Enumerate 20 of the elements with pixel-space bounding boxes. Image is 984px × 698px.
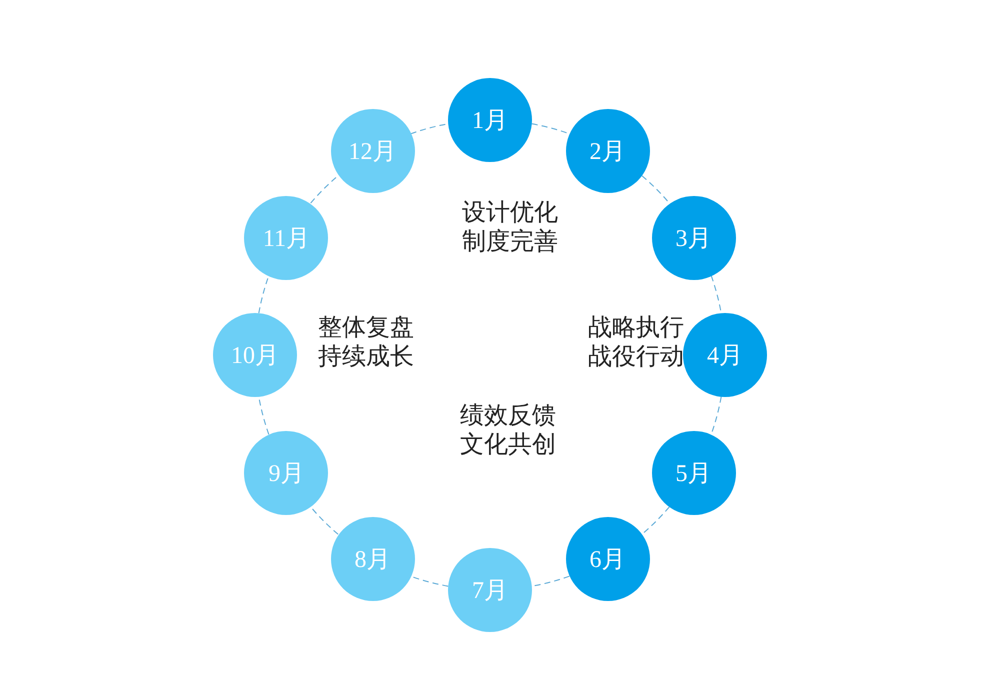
month-label: 2月 (590, 138, 626, 168)
month-label: 11月 (262, 224, 310, 254)
month-label: 10月 (231, 342, 279, 371)
phase-text: 整体复盘持续成长 (317, 313, 416, 371)
dashed-connector (641, 175, 670, 204)
dashed-connector (310, 175, 339, 204)
month-label: 8月 (354, 546, 390, 575)
month-label: 12月 (348, 138, 396, 168)
month-label: 1月 (472, 107, 508, 136)
month-label: 3月 (676, 224, 712, 254)
month-label: 4月 (707, 342, 743, 371)
phase-text: 战略执行战役行动 (587, 313, 686, 371)
month-label: 6月 (590, 546, 626, 575)
dashed-connector (310, 506, 339, 535)
month-label: 7月 (472, 577, 508, 606)
month-label: 5月 (676, 460, 712, 488)
month-label: 9月 (268, 460, 304, 488)
dashed-connector (641, 506, 670, 535)
phase-text: 绩效反馈文化共创 (459, 401, 558, 459)
phase-text: 设计优化制度完善 (461, 198, 560, 256)
